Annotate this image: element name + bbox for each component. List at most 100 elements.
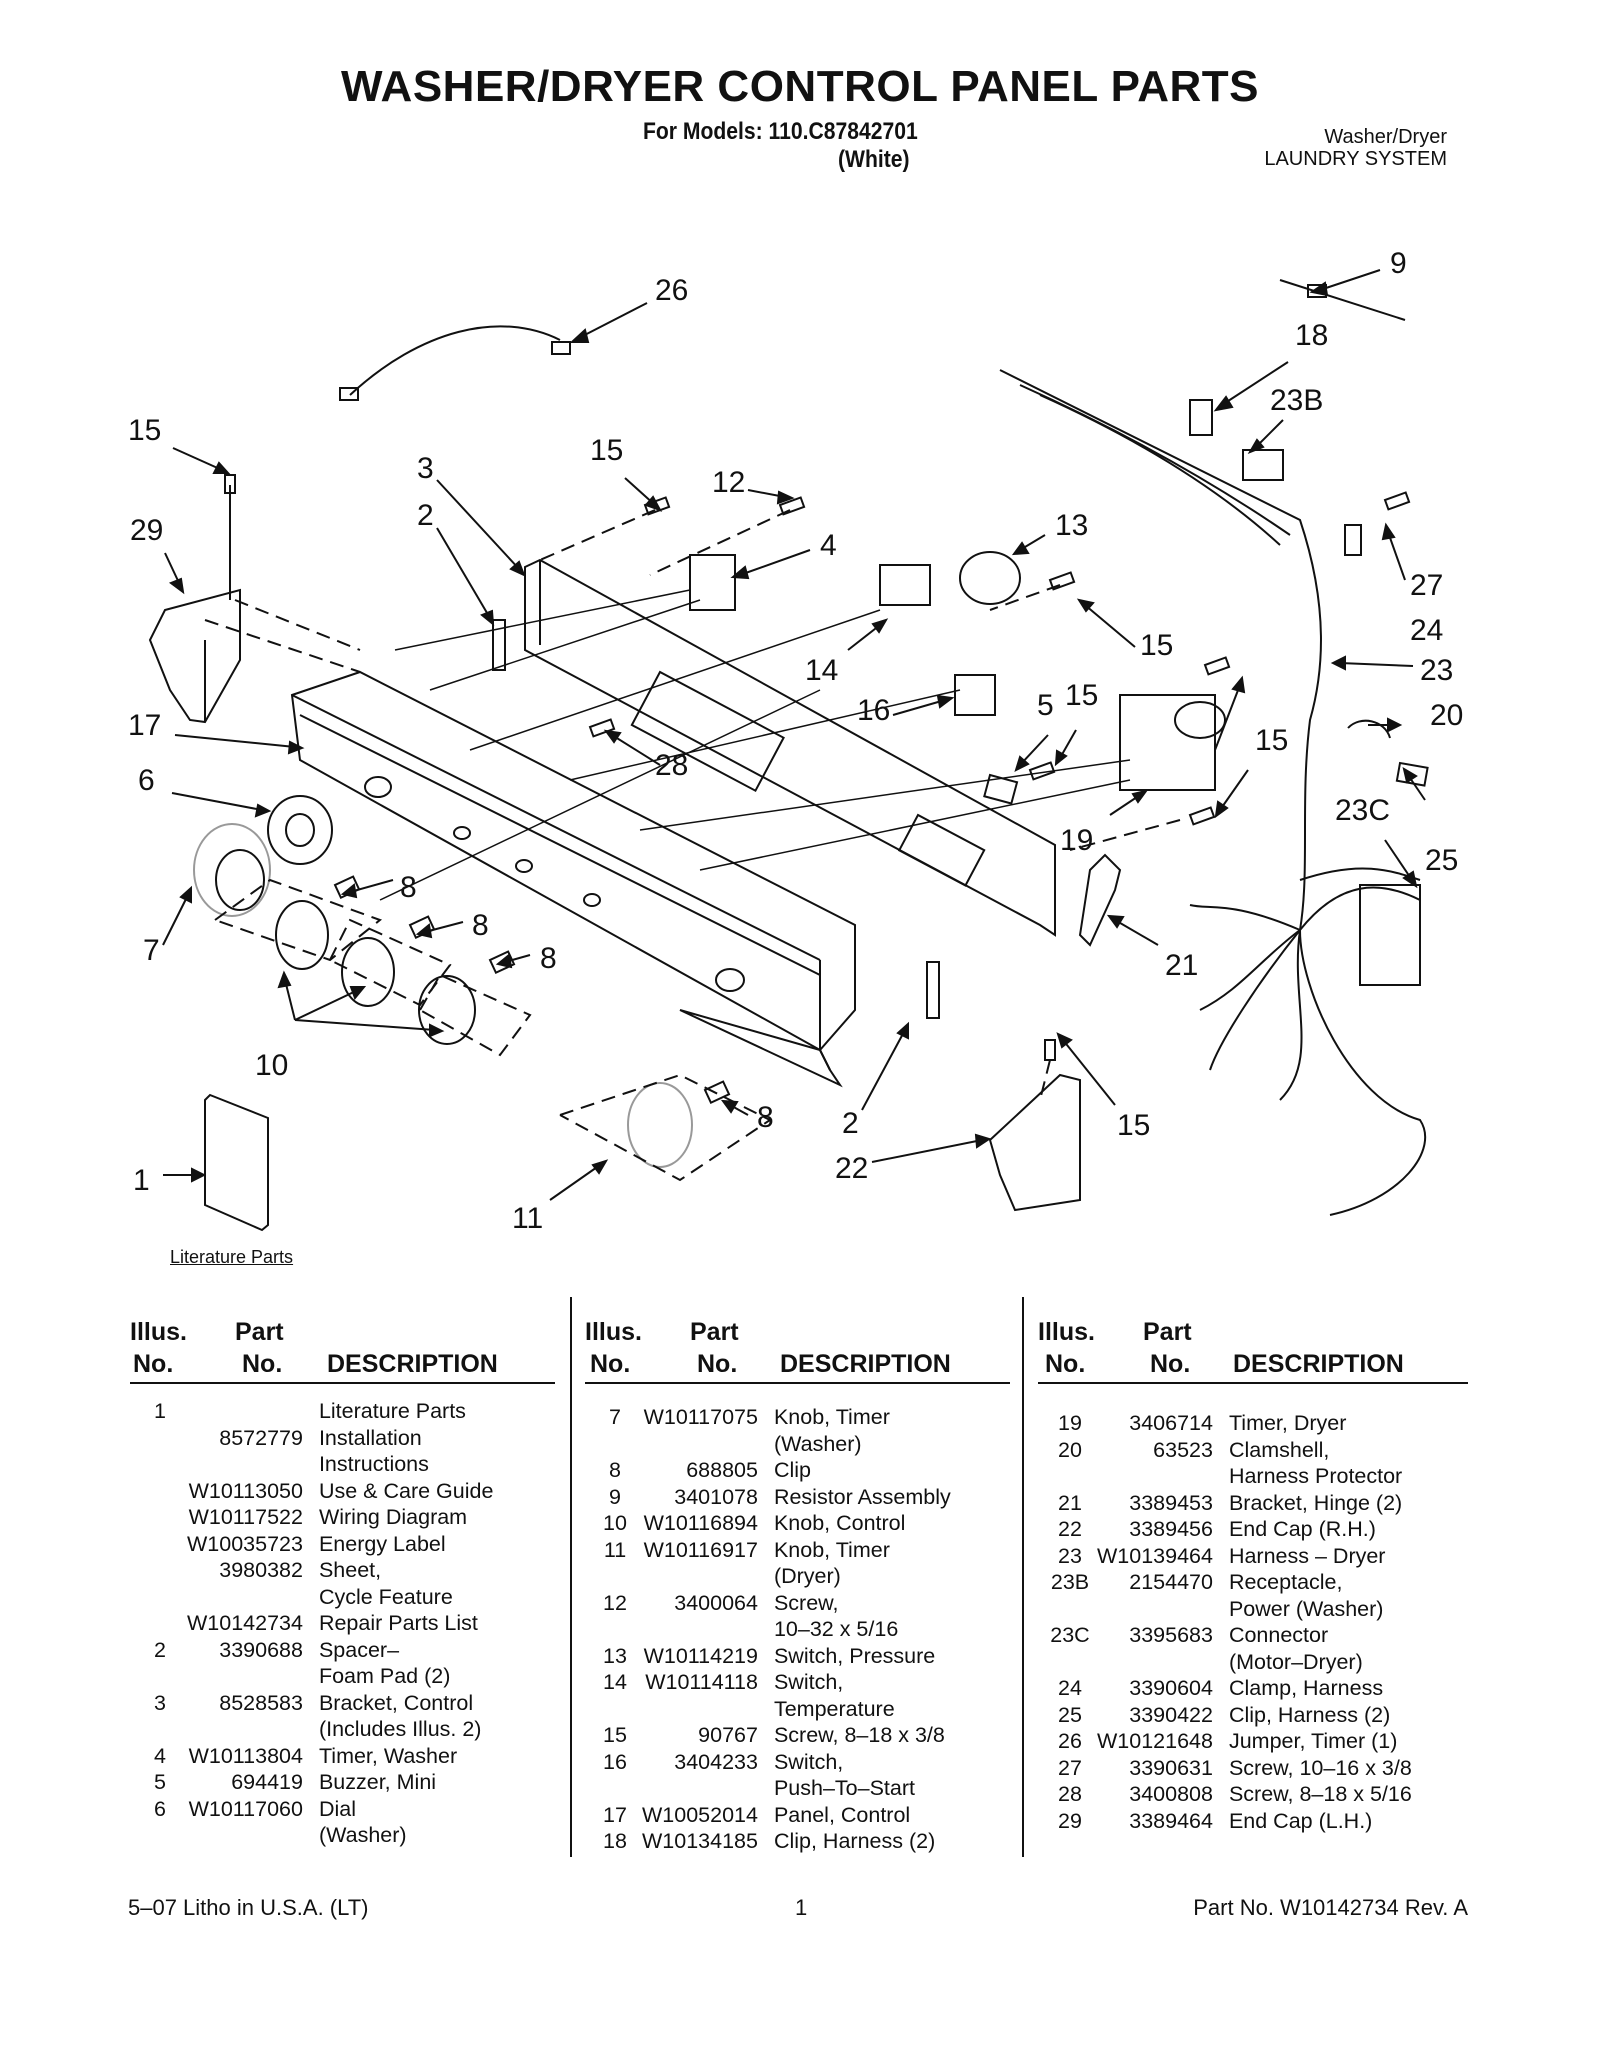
illus-number: 27 <box>1058 1755 1082 1780</box>
system-label: Washer/Dryer LAUNDRY SYSTEM <box>1264 126 1447 170</box>
column-divider-1 <box>570 1297 572 1857</box>
description: Use & Care Guide <box>318 1478 494 1503</box>
description: Sheet, <box>318 1558 382 1582</box>
description: Power (Washer) <box>1228 1596 1384 1621</box>
part-number: W10142734 <box>187 1611 303 1635</box>
callout-4: 4 <box>820 529 837 562</box>
callout-15-b: 15 <box>590 434 623 467</box>
description: Knob, Timer <box>773 1405 890 1429</box>
callout-14: 14 <box>805 654 838 687</box>
illus-number <box>1043 1649 1097 1676</box>
part-number: 3395683 <box>1129 1623 1213 1647</box>
part-number: W10113050 <box>188 1478 303 1503</box>
callout-15-d: 15 <box>1065 679 1098 712</box>
illus-number: 4 <box>154 1743 166 1768</box>
callout-22: 22 <box>835 1152 868 1185</box>
callout-6: 6 <box>138 764 155 797</box>
callout-12: 12 <box>712 466 745 499</box>
illus-number <box>133 1584 187 1611</box>
callout-23: 23 <box>1420 654 1453 687</box>
system-line-1: Washer/Dryer <box>1324 126 1447 148</box>
part-number: 3401078 <box>674 1484 758 1509</box>
callout-20: 20 <box>1430 699 1463 732</box>
part-number: 3390688 <box>219 1637 303 1662</box>
part-number: 2154470 <box>1129 1570 1213 1594</box>
illus-number: 15 <box>603 1723 627 1747</box>
end-cap-rh-shape <box>988 1073 1081 1212</box>
illus-number: 18 <box>603 1829 627 1853</box>
description: Repair Parts List <box>318 1611 478 1635</box>
callout-13: 13 <box>1055 509 1088 542</box>
col1-rule <box>130 1382 555 1384</box>
illus-number: 29 <box>1058 1808 1082 1833</box>
table-row: (Washer) <box>133 1822 493 1849</box>
description: Jumper, Timer (1) <box>1228 1729 1398 1753</box>
part-number: 8572779 <box>219 1425 303 1450</box>
illus-number: 12 <box>603 1590 627 1615</box>
description: Connector <box>1228 1623 1329 1647</box>
description: (Dryer) <box>773 1564 841 1588</box>
col2-description-header: DESCRIPTION <box>780 1350 951 1378</box>
description: Knob, Timer <box>773 1537 890 1562</box>
callout-23b: 23B <box>1270 384 1323 417</box>
illus-number <box>133 1478 187 1505</box>
illus-number: 22 <box>1058 1517 1082 1541</box>
part-number <box>187 1716 319 1743</box>
illus-number: 2 <box>154 1637 166 1662</box>
description: Clip, Harness (2) <box>1228 1702 1391 1727</box>
description: Clamp, Harness <box>1228 1676 1384 1700</box>
part-number: W10114219 <box>643 1643 758 1668</box>
description: Temperature <box>773 1696 895 1721</box>
description: Panel, Control <box>773 1802 911 1827</box>
description: End Cap (L.H.) <box>1228 1808 1373 1833</box>
col3-part-header: Part <box>1143 1318 1192 1346</box>
illus-number: 14 <box>603 1670 627 1694</box>
illus-number: 5 <box>154 1770 166 1794</box>
description: Bracket, Hinge (2) <box>1228 1490 1403 1515</box>
part-number: W10121648 <box>1097 1729 1213 1753</box>
description: Foam Pad (2) <box>318 1664 451 1688</box>
callout-3: 3 <box>417 452 434 485</box>
part-number: W10139464 <box>1097 1543 1213 1568</box>
callout-16: 16 <box>857 694 890 727</box>
illus-number: 17 <box>603 1802 627 1827</box>
callout-8-d: 8 <box>757 1101 774 1134</box>
part-number <box>1097 1463 1229 1490</box>
callout-18: 18 <box>1295 319 1328 352</box>
part-number: 3406714 <box>1129 1411 1213 1435</box>
col2-partno-header: No. <box>697 1350 738 1378</box>
part-number <box>642 1696 774 1723</box>
callout-15-f: 15 <box>1117 1109 1150 1142</box>
description: End Cap (R.H.) <box>1228 1517 1376 1541</box>
callout-8-a: 8 <box>400 871 417 904</box>
part-number <box>642 1616 774 1643</box>
col2-no-header: No. <box>590 1350 631 1378</box>
illus-number <box>1043 1596 1097 1623</box>
description: (Washer) <box>773 1431 862 1456</box>
callout-21: 21 <box>1165 949 1198 982</box>
callout-15-e: 15 <box>1255 724 1288 757</box>
col2-rule <box>585 1382 1010 1384</box>
description: Screw, 8–18 x 5/16 <box>1228 1782 1412 1806</box>
illus-number <box>133 1663 187 1690</box>
description: Dial <box>318 1796 356 1821</box>
part-number: W10117060 <box>188 1796 303 1821</box>
models-line: For Models: 110.C87842701 <box>643 118 918 145</box>
part-number: 3404233 <box>674 1749 758 1774</box>
description: Cycle Feature <box>318 1584 453 1609</box>
part-number <box>187 1451 319 1478</box>
callout-29: 29 <box>130 514 163 547</box>
illus-number: 26 <box>1058 1729 1082 1753</box>
callout-28: 28 <box>655 749 688 782</box>
part-number: 63523 <box>1153 1437 1213 1462</box>
